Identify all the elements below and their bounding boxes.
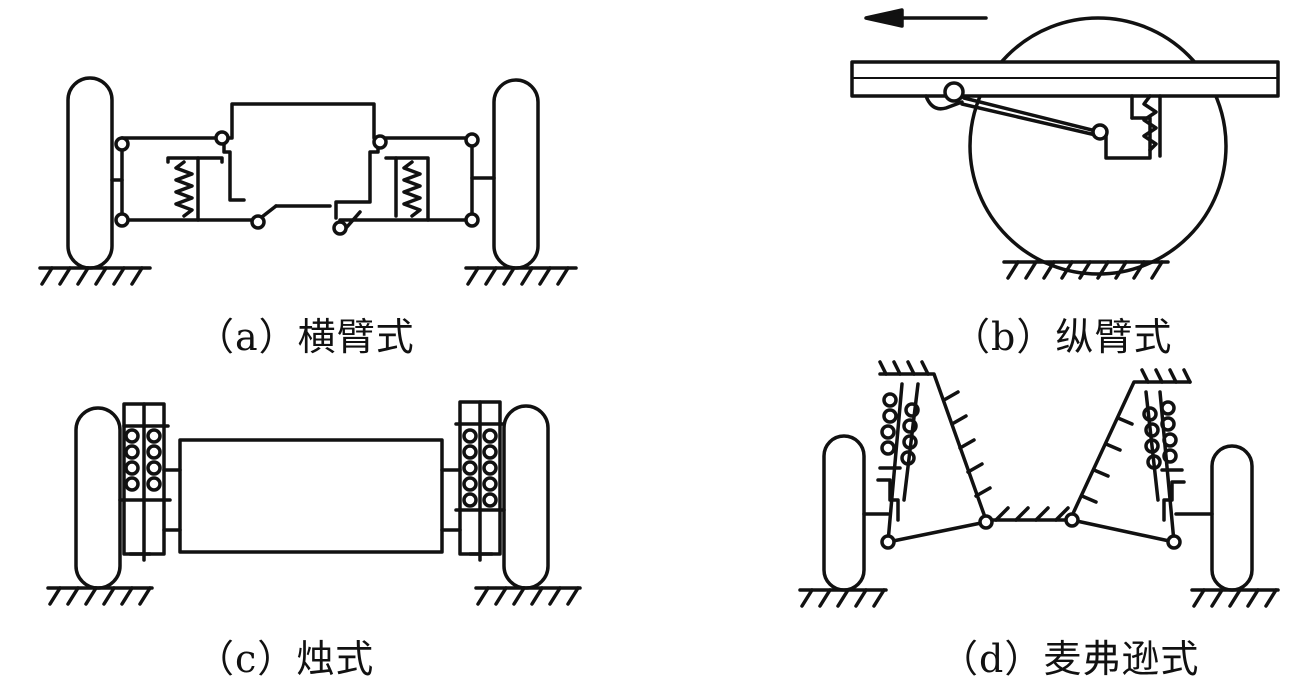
- kingpin-spring-left: [118, 402, 182, 562]
- figure-a-transverse-arm: [38, 76, 578, 286]
- pivot-joints-d: [880, 512, 1182, 550]
- body-frame-d: [878, 360, 1192, 522]
- pivot-joints-a: [114, 130, 480, 236]
- ground-right-d: [1190, 588, 1280, 608]
- figure-c-sliding-pillar: [46, 400, 582, 606]
- caption-trailing-arm: （b）纵臂式: [952, 315, 1173, 359]
- wheel-right-a: [492, 78, 540, 270]
- spring-right-a: [384, 156, 430, 222]
- ground-right-a: [464, 266, 578, 286]
- figure-b-trailing-arm: [850, 8, 1280, 280]
- pivot-joints-b: [943, 81, 1109, 141]
- caption-transverse-arm: （a）横臂式: [196, 315, 415, 359]
- wheel-b: [968, 16, 1228, 276]
- axle-housing-c: [178, 438, 444, 554]
- wheel-left-c: [74, 406, 122, 590]
- spring-left-a: [166, 156, 224, 222]
- wheel-left-a: [66, 76, 114, 270]
- wheel-right-c: [502, 404, 550, 590]
- ground-left-d: [798, 588, 888, 608]
- wheel-left-d: [822, 434, 866, 592]
- caption-macpherson: （d）麦弗逊式: [940, 637, 1200, 681]
- differential-housing: [222, 102, 380, 220]
- trailing-arm-b: [924, 94, 1162, 160]
- wheel-right-d: [1210, 444, 1254, 592]
- kingpin-spring-right: [440, 400, 506, 562]
- ground-left-c: [46, 586, 154, 606]
- ground-b: [1002, 260, 1170, 280]
- caption-sliding-pillar: （c）烛式: [196, 637, 375, 681]
- figure-d-macpherson: [798, 360, 1280, 608]
- lower-arms-d: [886, 518, 1176, 544]
- ground-left-a: [38, 266, 152, 286]
- control-arms-a: [110, 136, 496, 230]
- direction-arrow: [864, 8, 988, 28]
- ground-right-c: [474, 586, 582, 606]
- strut-right-d: [1142, 390, 1214, 544]
- strut-left-d: [862, 382, 920, 544]
